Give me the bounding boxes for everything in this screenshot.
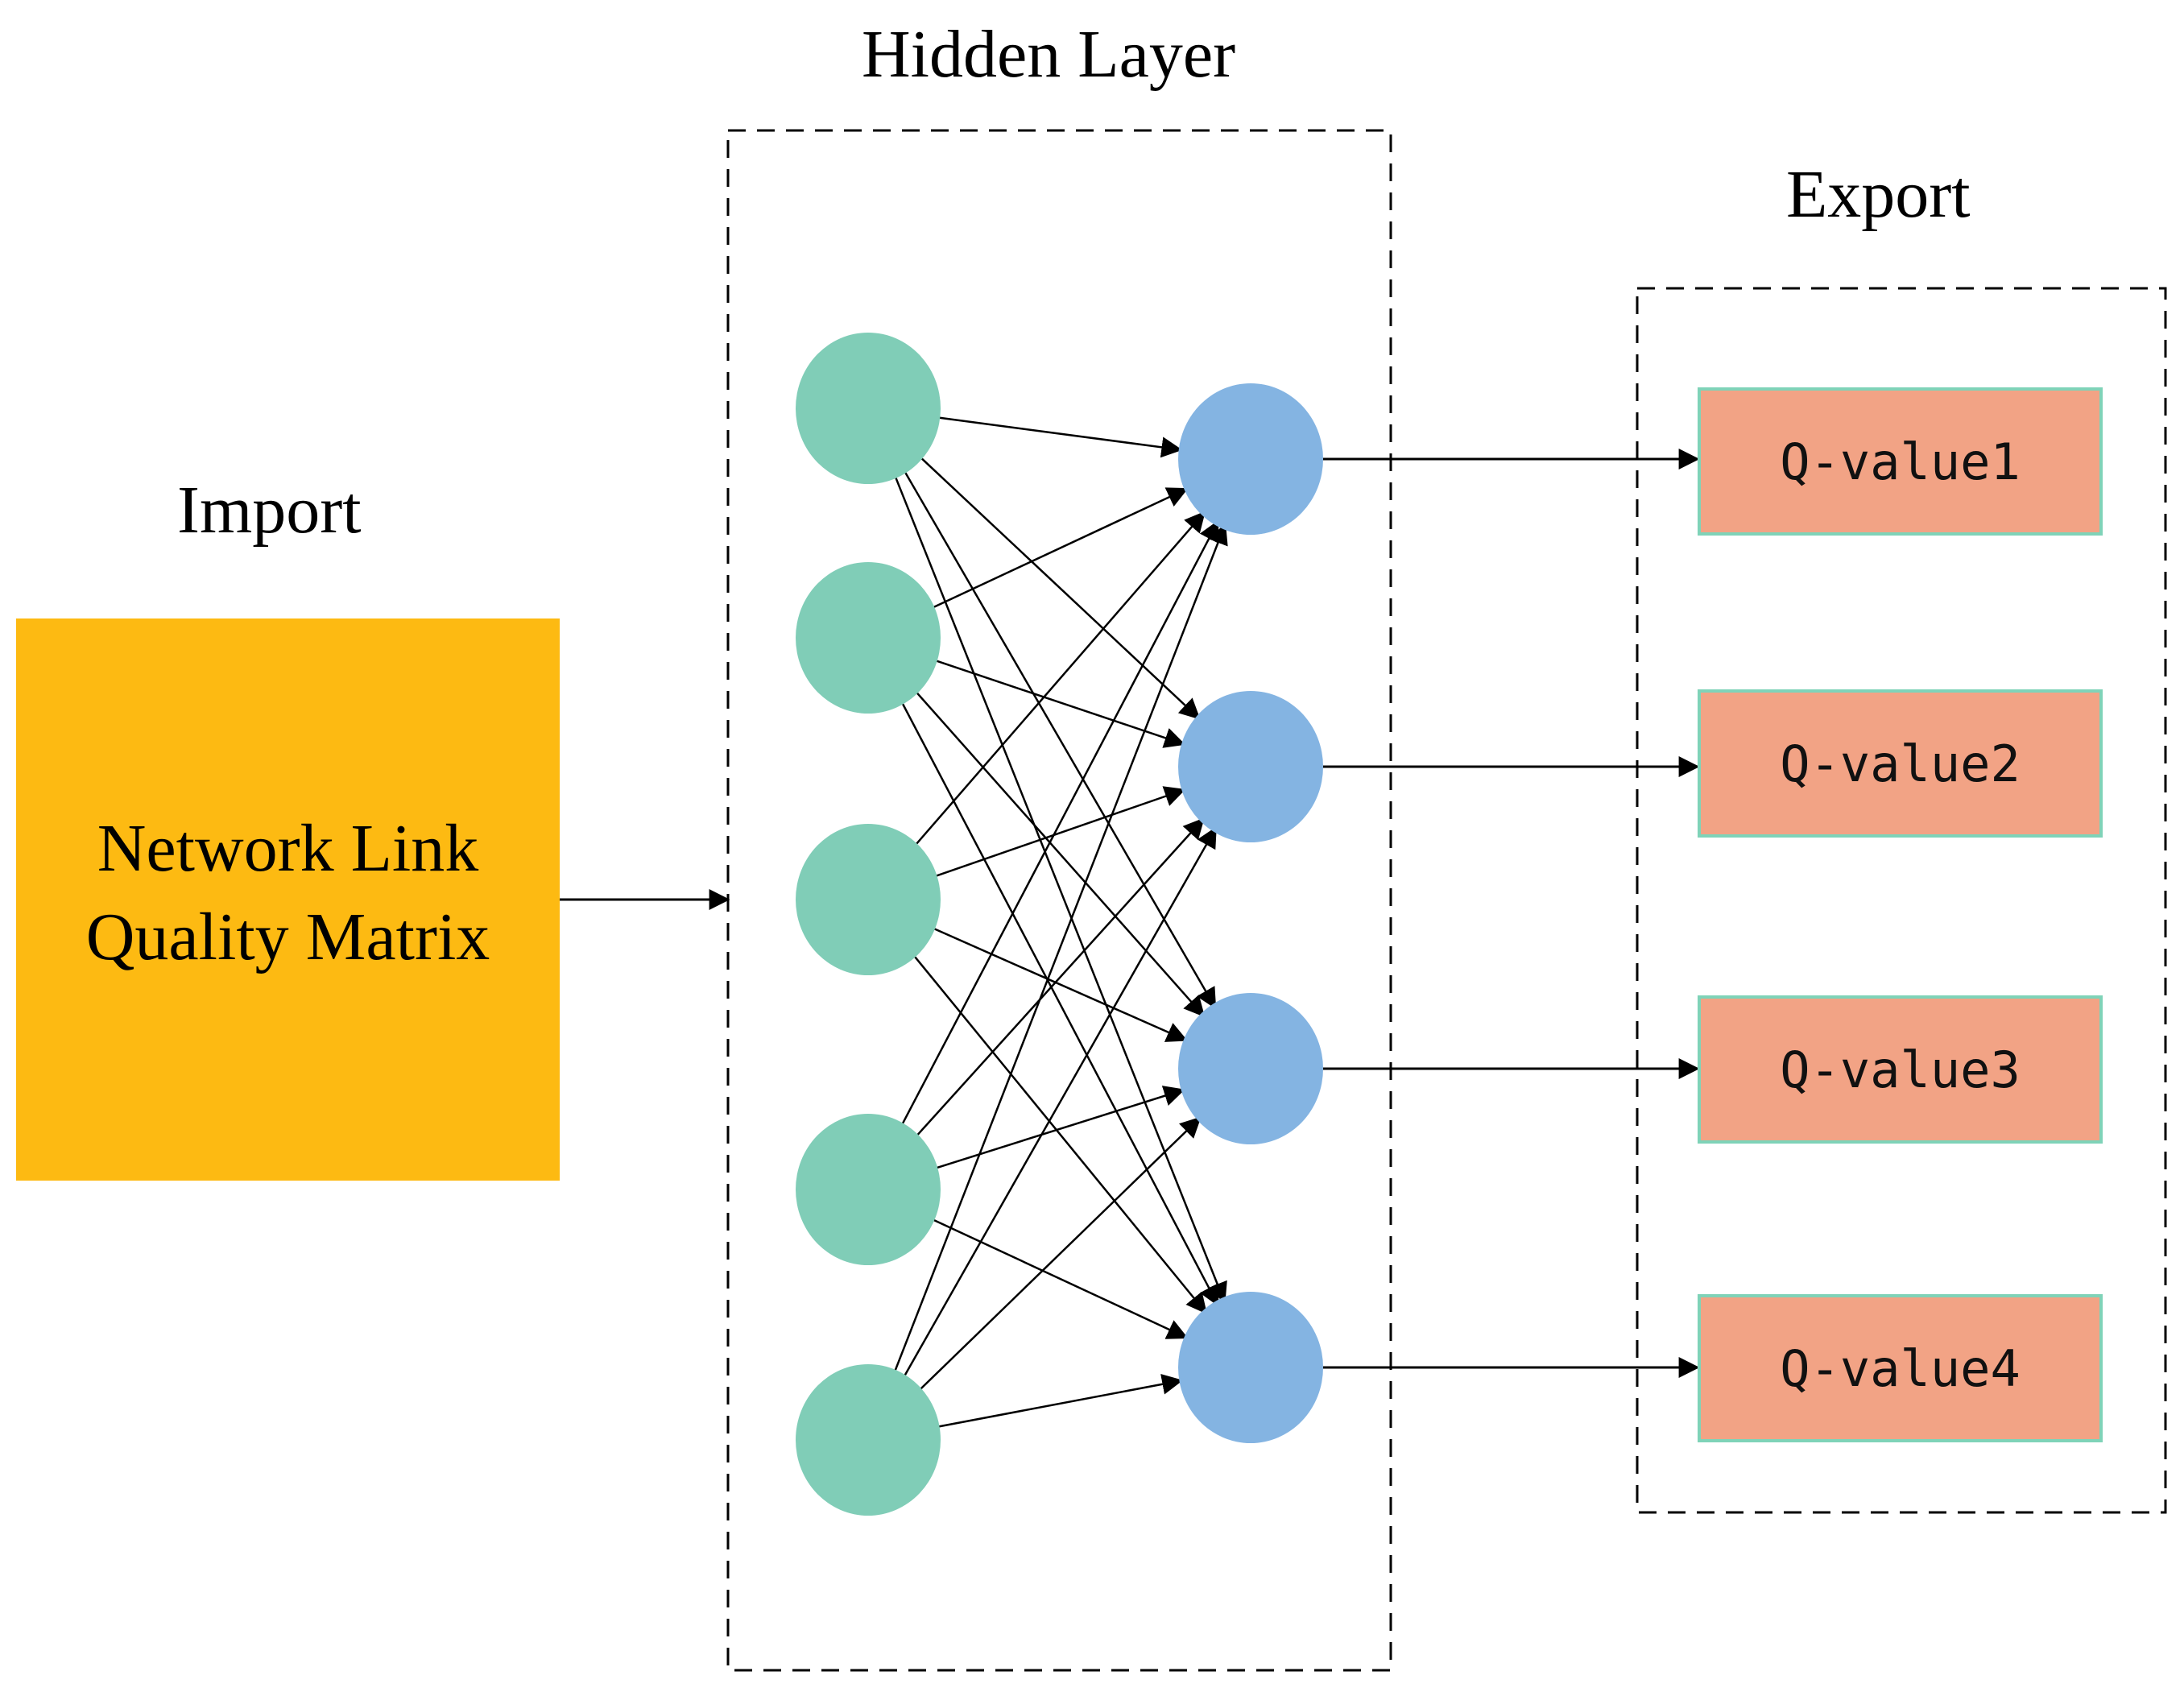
connection-line <box>930 657 1186 748</box>
output-box-1: Q-value1 <box>1698 387 2103 536</box>
hidden-neuron-4 <box>1178 1292 1323 1443</box>
connection-line <box>930 1086 1185 1171</box>
neurons <box>796 333 1323 1516</box>
hidden-neuron-1 <box>1178 383 1323 535</box>
input-neuron-2 <box>796 562 941 714</box>
connection-line <box>933 416 1183 458</box>
connection-line <box>933 1373 1184 1429</box>
output-arrows <box>1323 449 1700 1378</box>
output-box-3: Q-value3 <box>1698 995 2103 1144</box>
connection-line <box>891 523 1228 1380</box>
connection-line <box>891 469 1227 1304</box>
connections <box>891 416 1228 1429</box>
input-neuron-1 <box>796 333 941 484</box>
input-neuron-5 <box>796 1364 941 1516</box>
export-frame <box>1636 287 2167 1514</box>
connection-line <box>908 949 1207 1314</box>
connection-line <box>927 487 1189 611</box>
output-label: Q-value4 <box>1780 1338 2021 1398</box>
connection-line <box>912 817 1205 1142</box>
hidden-layer-heading: Hidden Layer <box>862 17 1236 92</box>
connection-line <box>910 511 1206 850</box>
hidden-neuron-2 <box>1178 691 1323 842</box>
connection-line <box>915 453 1201 720</box>
connection-line <box>897 519 1219 1131</box>
output-box-4: Q-value4 <box>1698 1294 2103 1442</box>
output-label: Q-value1 <box>1780 432 2021 491</box>
output-label: Q-value2 <box>1780 734 2021 793</box>
connection-line <box>897 696 1219 1307</box>
output-box-2: Q-value2 <box>1698 689 2103 838</box>
export-heading: Export <box>1786 157 1971 232</box>
connection-line <box>911 686 1206 1018</box>
import-heading: Import <box>177 473 362 548</box>
hidden-neuron-3 <box>1178 993 1323 1144</box>
connection-line <box>914 1116 1202 1395</box>
input-label-line1: Network Link <box>97 811 479 886</box>
input-box: Network Link Quality Matrix <box>16 618 560 1181</box>
output-label: Q-value3 <box>1780 1040 2021 1099</box>
input-neuron-3 <box>796 824 941 975</box>
connection-line <box>930 786 1186 879</box>
connection-line <box>927 1216 1189 1339</box>
connection-line <box>900 465 1217 1010</box>
input-neuron-4 <box>796 1114 941 1265</box>
connection-line <box>928 925 1188 1042</box>
connection-line <box>900 826 1217 1384</box>
input-label-line2: Quality Matrix <box>85 900 490 974</box>
